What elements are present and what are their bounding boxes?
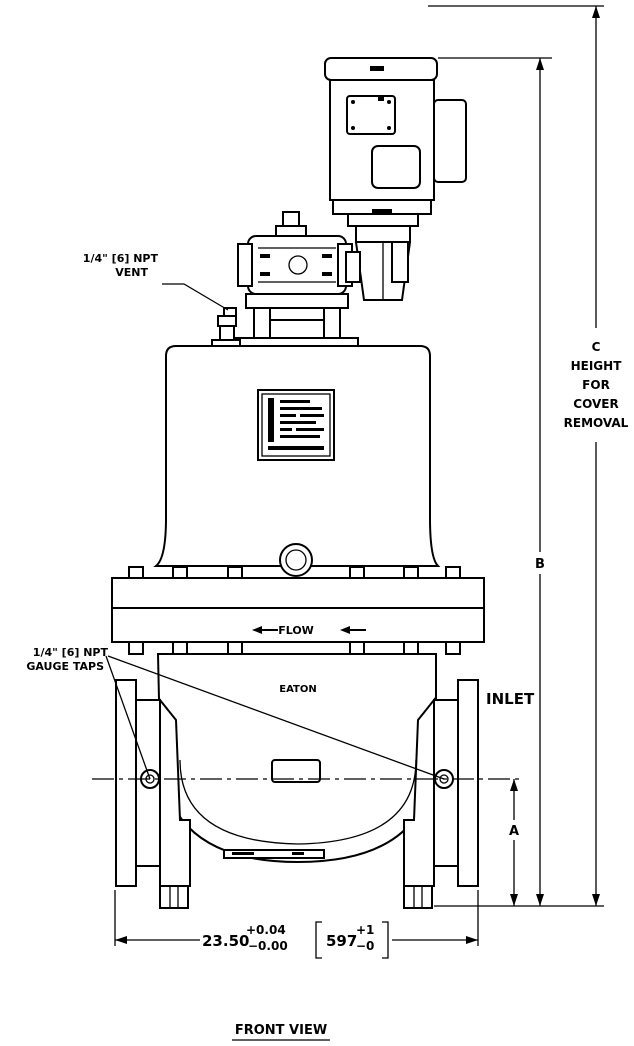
width-mm-plus: +1 — [356, 923, 374, 937]
width-mm-minus: −0 — [356, 939, 374, 953]
dimension-b: B — [438, 57, 552, 906]
dim-c-line3: FOR — [582, 378, 610, 392]
dimension-width: 23.50 +0.04 −0.00 597 +1 −0 — [114, 890, 479, 959]
inlet-label: INLET — [486, 690, 535, 708]
view-title-text: FRONT VIEW — [235, 1023, 327, 1038]
gauge-label-line2: GAUGE TAPS — [26, 660, 104, 673]
vent-label-line2: VENT — [115, 266, 148, 279]
dimension-c: C HEIGHT FOR COVER REMOVAL — [428, 5, 629, 906]
lower-body: EATON — [156, 653, 437, 864]
gearbox — [237, 211, 412, 301]
dim-c-line2: HEIGHT — [571, 359, 623, 373]
motor — [324, 57, 467, 227]
gauge-tap-callout: 1/4" [6] NPT GAUGE TAPS — [26, 646, 445, 780]
vent-fitting — [211, 307, 241, 347]
dim-c-line1: C — [592, 340, 601, 354]
width-tol-minus: −0.00 — [248, 939, 288, 953]
dim-c-line5: REMOVAL — [564, 416, 629, 430]
flow-label: FLOW — [278, 624, 314, 637]
width-value: 23.50 — [202, 932, 249, 950]
left-nozzle — [115, 679, 191, 909]
lower-bolts — [128, 641, 461, 655]
dim-c-line4: COVER — [573, 397, 618, 411]
gauge-label-line1: 1/4" [6] NPT — [33, 646, 109, 659]
nameplate — [257, 389, 335, 461]
vent-label-line1: 1/4" [6] NPT — [83, 252, 159, 265]
mounting-bracket — [235, 293, 359, 347]
view-title: FRONT VIEW — [232, 1023, 330, 1041]
width-mm-value: 597 — [326, 932, 357, 950]
width-tol-plus: +0.04 — [246, 923, 286, 937]
center-flange: FLOW — [111, 543, 485, 655]
brand-label: EATON — [279, 684, 317, 695]
upper-bolts — [128, 566, 461, 579]
vent-callout: 1/4" [6] NPT VENT — [83, 252, 229, 311]
right-nozzle: INLET — [403, 679, 535, 909]
dim-a-label: A — [509, 824, 519, 839]
dim-b-label: B — [535, 557, 545, 572]
dimension-a: A — [509, 779, 519, 906]
